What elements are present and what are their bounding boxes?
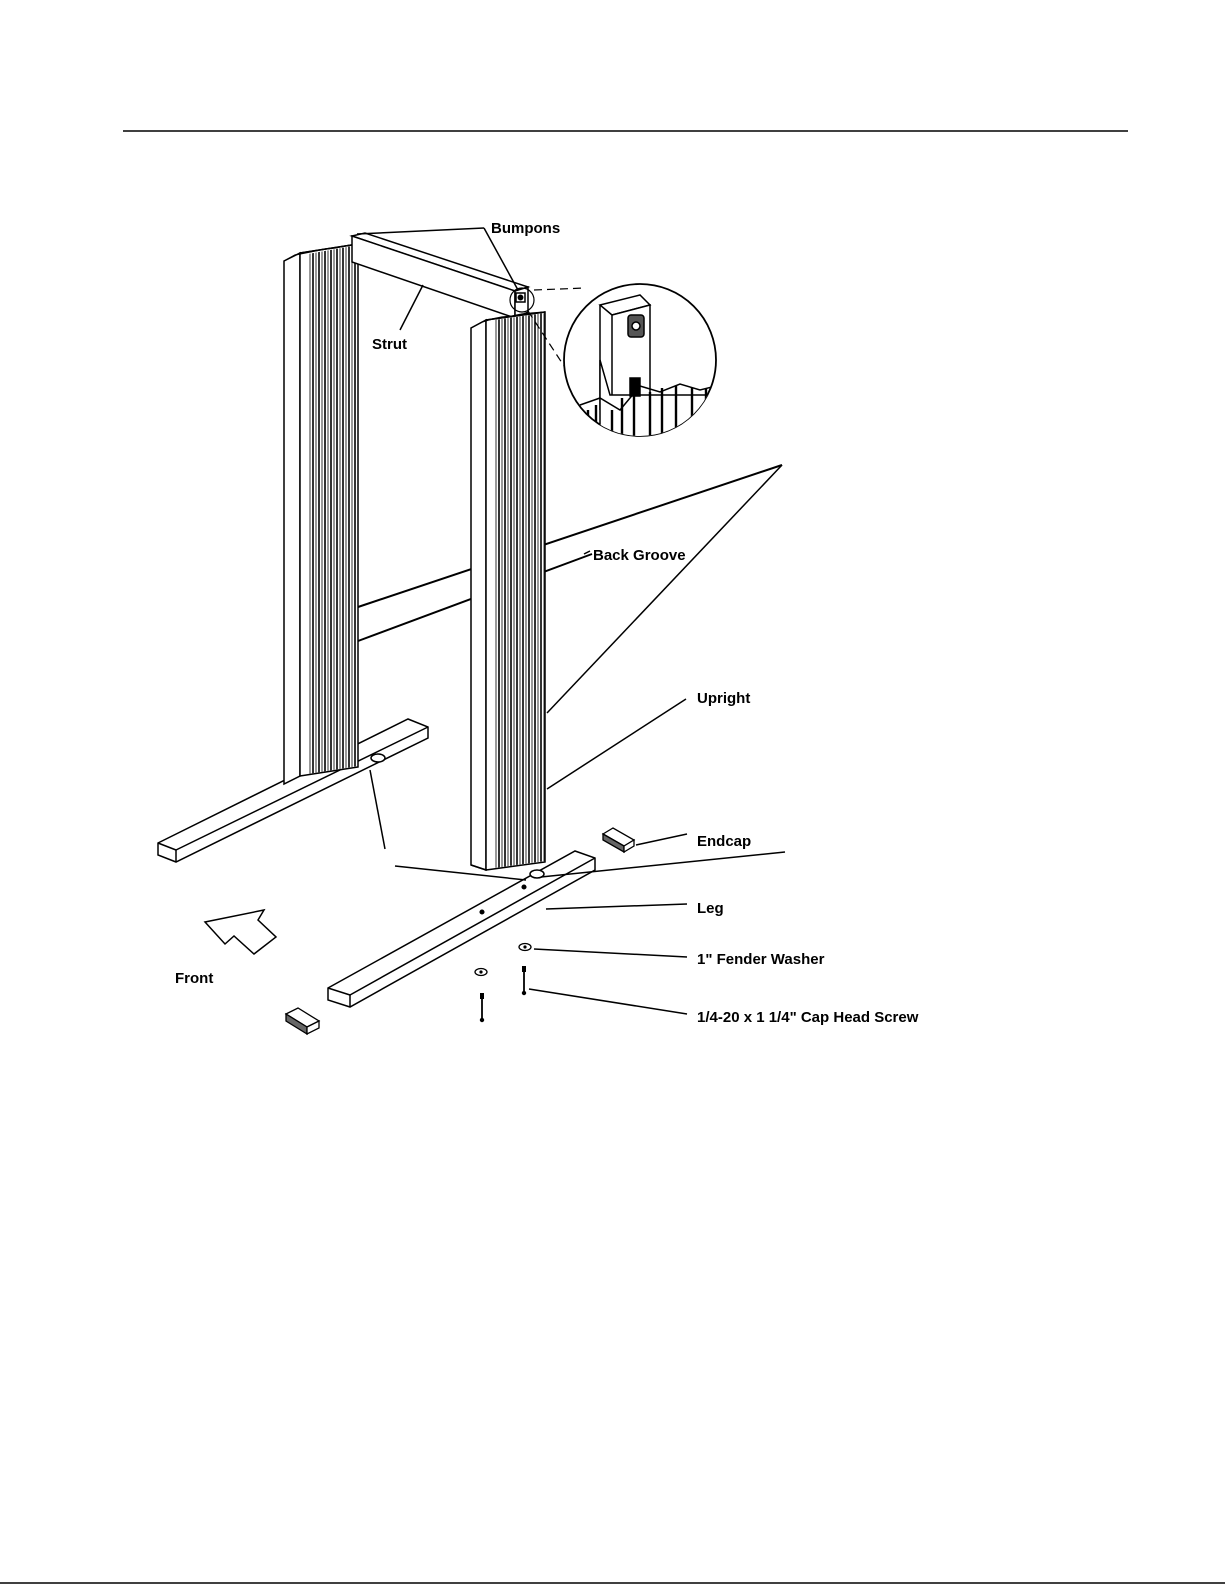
front-arrow-icon (205, 910, 276, 954)
label-bumpons: Bumpons (491, 220, 560, 237)
label-cap-head-screw: 1/4-20 x 1 1/4" Cap Head Screw (697, 1009, 919, 1026)
cap-screw-left-icon (480, 993, 484, 1022)
back-groove-rails (358, 465, 782, 641)
right-upright (471, 312, 545, 870)
fender-washer-left-icon (475, 969, 487, 976)
strut (352, 233, 528, 318)
label-back-groove: Back Groove (593, 547, 686, 564)
label-strut: Strut (372, 336, 407, 353)
front-leg (328, 851, 595, 1007)
label-front: Front (175, 970, 213, 987)
cap-screw-right-icon (522, 966, 526, 995)
label-upright: Upright (697, 690, 750, 707)
label-endcap: Endcap (697, 833, 751, 850)
endcap-lower-icon (286, 1008, 319, 1034)
fender-washer-right-icon (519, 944, 531, 951)
label-fender-washer: 1" Fender Washer (697, 951, 825, 968)
left-upright (284, 244, 358, 784)
label-leg: Leg (697, 900, 724, 917)
endcap-upper-icon (603, 828, 634, 852)
